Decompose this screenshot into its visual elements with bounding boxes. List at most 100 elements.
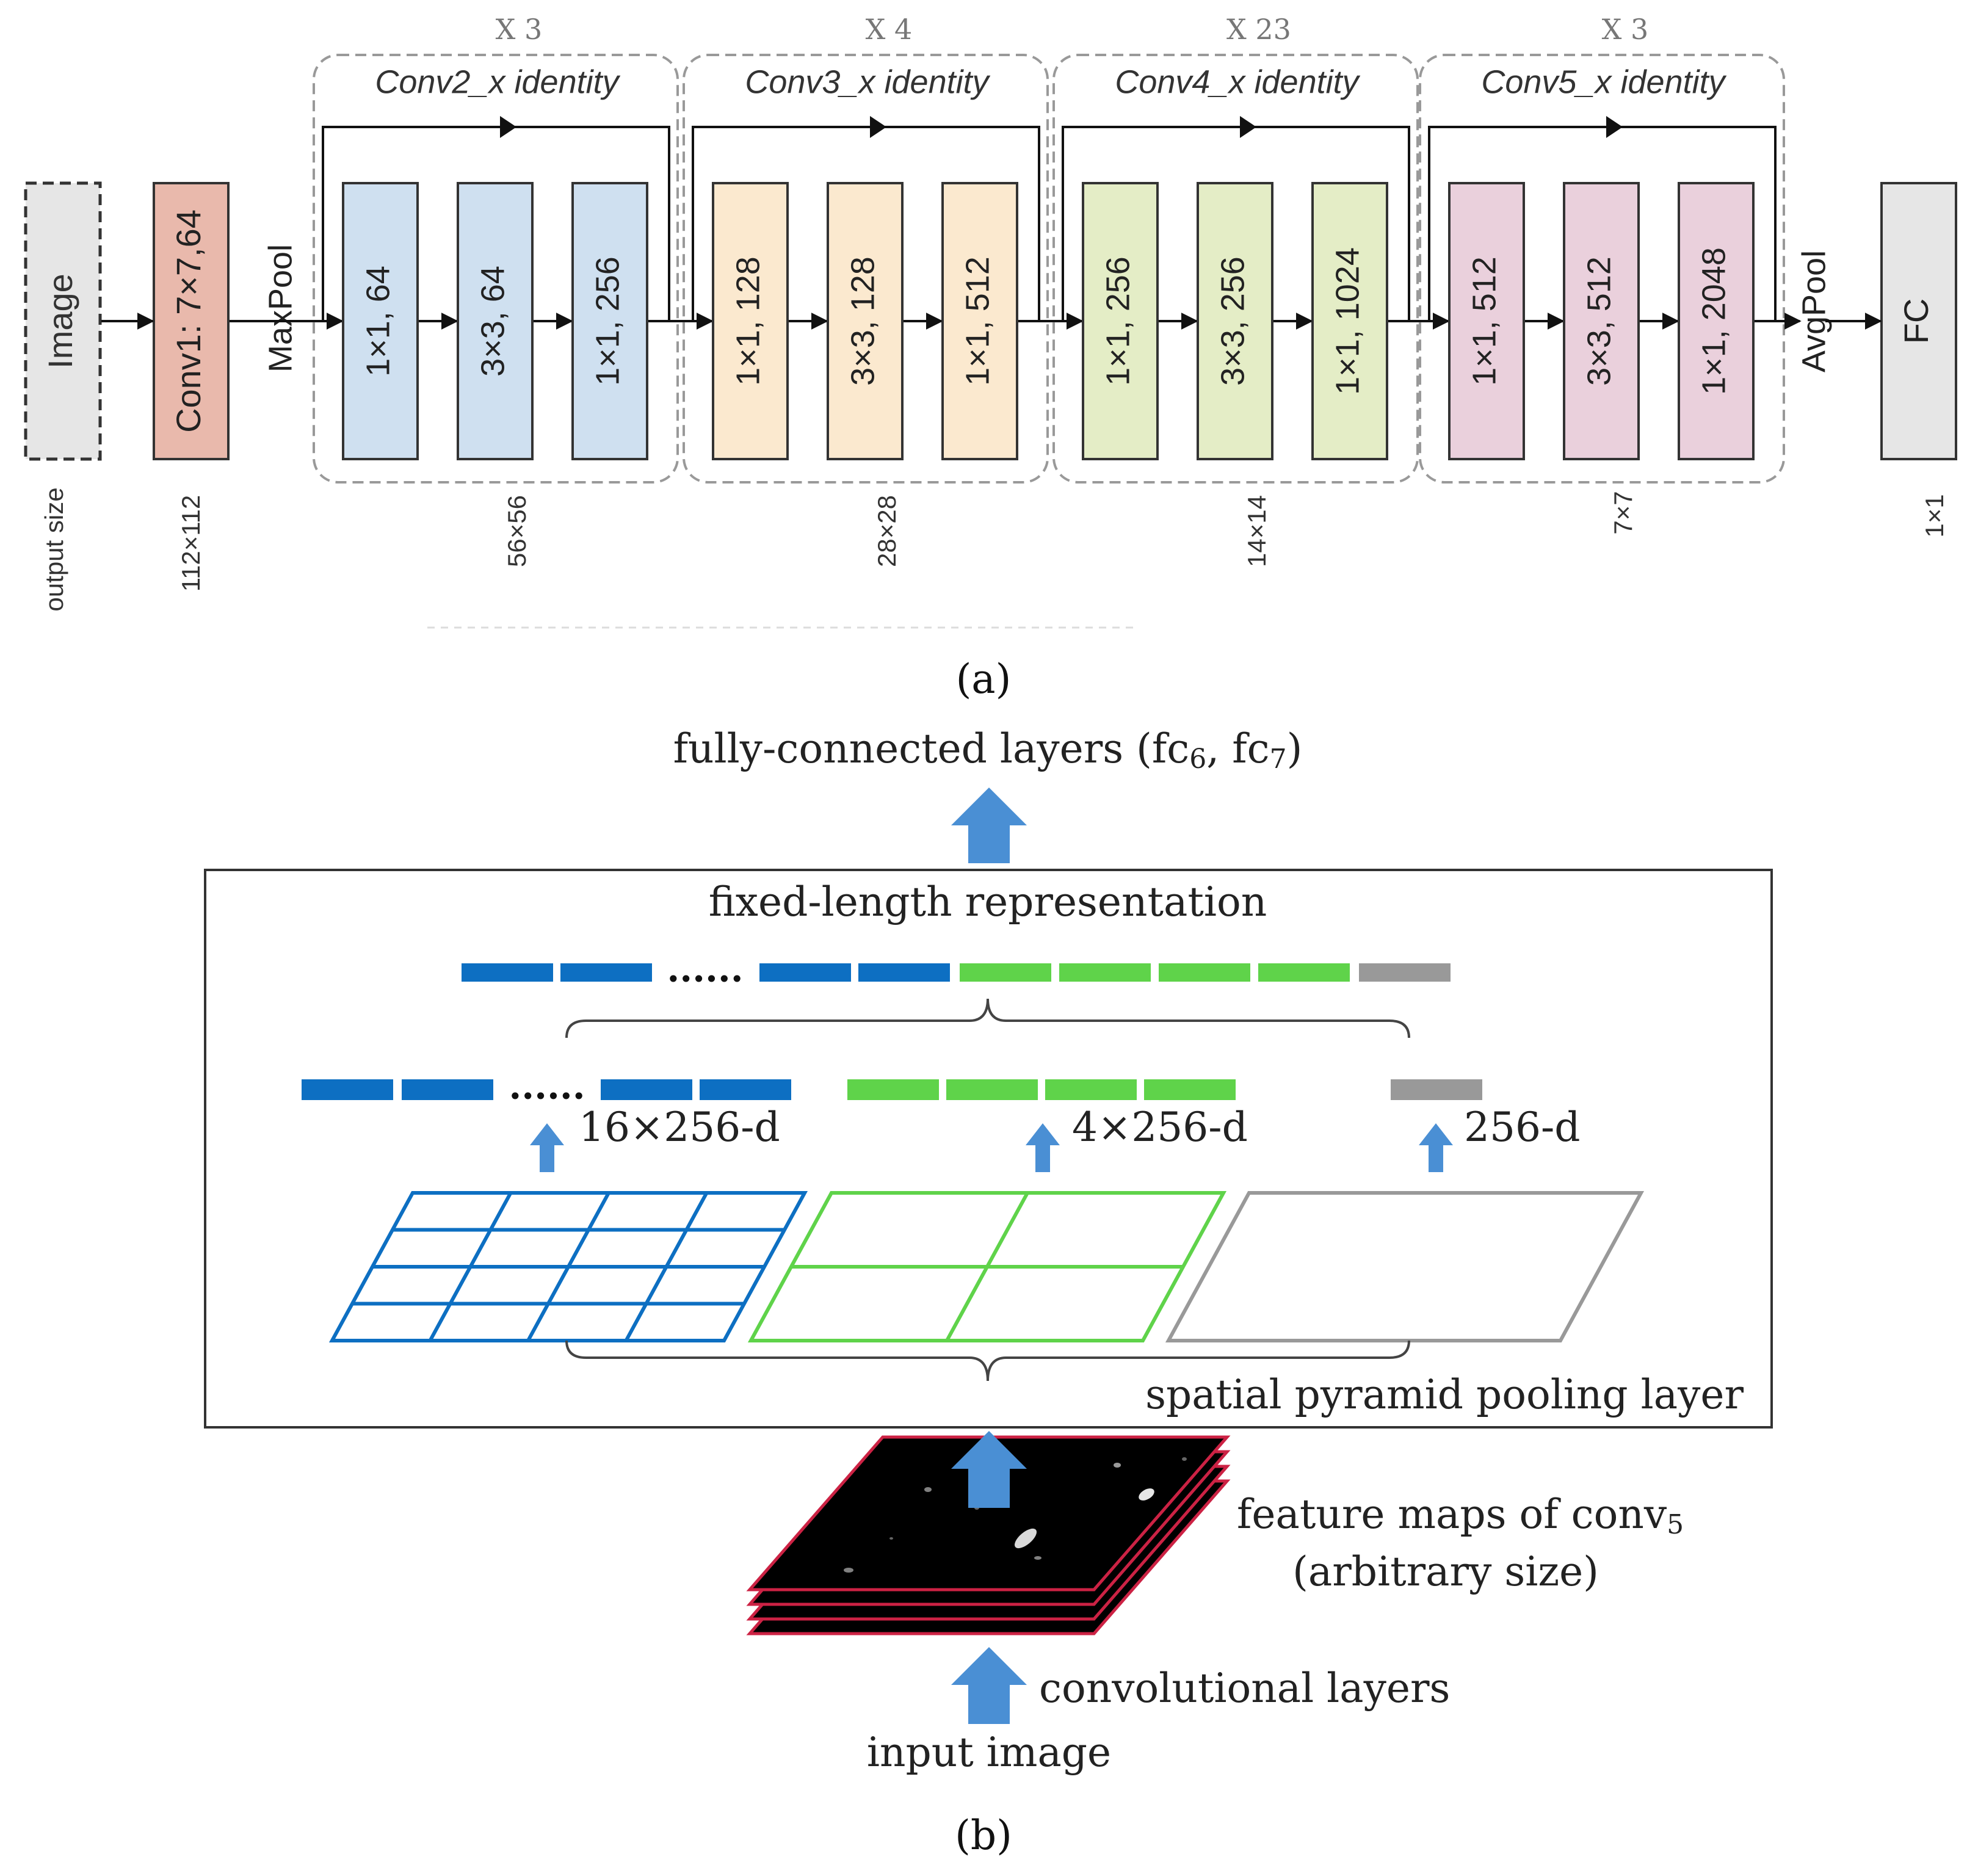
layer-block — [1082, 182, 1159, 460]
skip-arrowhead — [1240, 116, 1256, 138]
caption-a: (a) — [956, 656, 1012, 703]
maxpool-label: MaxPool — [262, 244, 299, 372]
stage-size-label: 7×7 — [1609, 491, 1637, 534]
fully-connected-label: fully-connected layers (fc6, fc7) — [673, 725, 1303, 775]
fixed-bar-blue-1 — [462, 963, 553, 982]
arrow-up-1 — [1419, 1123, 1453, 1172]
avgpool-label: AvgPool — [1795, 250, 1832, 372]
layer-block — [1678, 182, 1755, 460]
skip-arrowhead — [870, 116, 886, 138]
pyramid-grid-2x2 — [747, 1191, 1227, 1342]
input-image-text: input image — [867, 1729, 1111, 1776]
spp-layer-label: spatial pyramid pooling layer — [1145, 1371, 1744, 1418]
fc-label-sep: , fc — [1206, 725, 1269, 772]
feature-maps-text: feature maps of conv — [1237, 1491, 1667, 1538]
stage-repeat-label: X 23 — [1226, 13, 1291, 46]
pyramid-grid-1x1 — [1165, 1191, 1645, 1342]
fixed-bar-green-3 — [1159, 963, 1250, 982]
stage-container — [313, 54, 679, 483]
bin-bar-green-4 — [1144, 1079, 1236, 1100]
layer-block — [827, 182, 904, 460]
fixed-length-label: fixed-length representation — [709, 878, 1267, 925]
layer-block — [1311, 182, 1388, 460]
arbitrary-size-label: (arbitrary size) — [1292, 1548, 1599, 1595]
stage-title: Conv4_x identity — [1115, 63, 1360, 100]
skip-connection — [322, 126, 670, 321]
stage-title: Conv2_x identity — [375, 63, 620, 100]
stage-size-label: 56×56 — [502, 495, 531, 567]
stages: X 3 Conv2_x identity 1×1, 64 3×3, 64 1×1, 25… — [263, 13, 1802, 567]
stage-repeat-label: X 3 — [496, 13, 543, 46]
layer-label: 1×1, 64 — [360, 266, 396, 377]
layer-label: 3×3, 64 — [474, 266, 511, 377]
input-image-block: Image — [24, 181, 102, 461]
pyramid-grid-4x4 — [328, 1191, 808, 1342]
layer-block — [1197, 182, 1273, 460]
stage-2: X 3 Conv2_x identity 1×1, 64 3×3, 64 1×1, 25… — [263, 13, 679, 567]
fixed-bar-green-2 — [1059, 963, 1151, 982]
feature-map-layer-1 — [746, 1435, 1231, 1592]
stage-container — [1419, 54, 1785, 483]
arrow-up-from-input — [951, 1647, 1027, 1724]
skip-connection — [1062, 126, 1410, 321]
spp-brace — [565, 1340, 1410, 1382]
layer-label: 1×1, 256 — [589, 256, 626, 386]
stage-container — [683, 54, 1049, 483]
fc-block: FC — [1880, 182, 1957, 460]
input-image-label: Image — [41, 273, 79, 369]
layer-block — [1448, 182, 1525, 460]
fixed-length-bars: ...... — [462, 948, 1451, 991]
arrow-up-16 — [530, 1123, 564, 1172]
stage-repeat-label: X 4 — [866, 13, 913, 46]
panel-a-resnet: Image output size Conv1: 7×7,64 112×112 … — [24, 13, 1957, 703]
fc-label: FC — [1897, 299, 1935, 344]
dim-4-label: 4×256-d — [1072, 1104, 1248, 1151]
conv1-size-label: 112×112 — [176, 495, 205, 592]
fc-label-main: fully-connected layers (fc — [673, 725, 1190, 772]
skip-connection — [692, 126, 1040, 321]
feature-maps-label: feature maps of conv5 — [1237, 1491, 1684, 1540]
fc-sub-6: 6 — [1189, 744, 1206, 775]
fixed-length-brace — [565, 998, 1410, 1038]
fixed-bar-blue-3 — [759, 963, 851, 982]
fixed-bar-blue-4 — [858, 963, 950, 982]
feature-maps-sub: 5 — [1667, 1509, 1684, 1540]
fc-sub-7: 7 — [1270, 744, 1287, 775]
conv1-label: Conv1: 7×7,64 — [169, 209, 208, 433]
layer-label: 1×1, 128 — [730, 256, 766, 386]
layer-label: 3×3, 256 — [1214, 256, 1251, 386]
skip-connection — [1428, 126, 1777, 321]
fc-size-label: 1×1 — [1920, 494, 1949, 537]
stage-repeat-label: X 3 — [1602, 13, 1649, 46]
fixed-bar-green-1 — [960, 963, 1051, 982]
caption-b: (b) — [955, 1812, 1012, 1859]
dim-16-label: 16×256-d — [579, 1104, 780, 1151]
conv1-block: Conv1: 7×7,64 — [153, 182, 230, 460]
fixed-bar-dots: ...... — [667, 948, 743, 991]
layer-label: 3×3, 512 — [1581, 256, 1617, 386]
dim-1-label: 256-d — [1464, 1104, 1581, 1151]
layer-block — [571, 182, 648, 460]
feature-maps-stack — [746, 1435, 1231, 1635]
spp-box — [204, 869, 1773, 1429]
feature-map-speckles — [844, 1457, 1187, 1573]
bin-bar-blue-1 — [302, 1079, 393, 1100]
fixed-bar-gray — [1359, 963, 1451, 982]
layer-label: 1×1, 2048 — [1695, 247, 1732, 395]
stage-size-label: 28×28 — [872, 495, 901, 567]
fc-label-close: ) — [1287, 725, 1303, 772]
arrow-up-4 — [1026, 1123, 1060, 1172]
layer-label: 3×3, 128 — [844, 256, 881, 386]
stage-size-label: 14×14 — [1242, 495, 1271, 567]
layer-block — [941, 182, 1018, 460]
layer-label: 1×1, 256 — [1099, 256, 1136, 386]
bin-bar-green-3 — [1045, 1079, 1137, 1100]
layer-label: 1×1, 512 — [1466, 256, 1502, 386]
fixed-bar-green-4 — [1258, 963, 1350, 982]
output-size-label: output size — [40, 487, 68, 611]
pooled-bin-bars: ...... — [302, 1065, 1482, 1108]
